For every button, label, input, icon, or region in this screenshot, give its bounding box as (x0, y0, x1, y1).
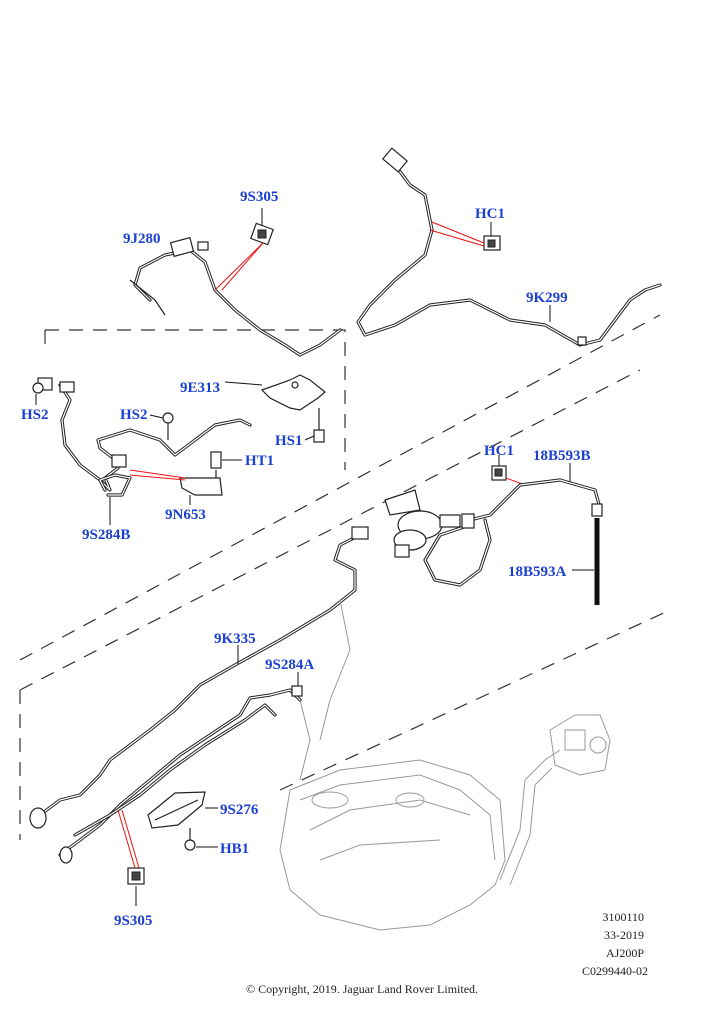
sensor-ht1 (210, 451, 242, 480)
label-hc1-mid: HC1 (484, 443, 514, 459)
label-9s305-top: 9S305 (240, 189, 278, 205)
clip-9s305-top (214, 208, 274, 291)
label-9j280: 9J280 (123, 231, 161, 247)
diagram-code-1: 3100110 (602, 910, 644, 924)
label-9s284b: 9S284B (82, 527, 130, 543)
part-labels: 9S305 9J280 HC1 9K299 9E313 HS2 HS2 HS1 … (21, 189, 591, 929)
label-ht1: HT1 (245, 453, 274, 469)
pipe-18b593b (423, 463, 603, 587)
screw-hs2-mid (149, 412, 174, 440)
clip-9s305-bottom (117, 809, 145, 906)
label-9k299: 9K299 (526, 290, 568, 306)
fuel-filter-assembly (384, 489, 475, 558)
pipe-9k335 (29, 526, 369, 829)
label-hs1: HS1 (275, 433, 303, 449)
label-9n653: 9N653 (165, 507, 206, 523)
copyright-notice: © Copyright, 2019. Jaguar Land Rover Lim… (245, 982, 479, 996)
label-hc1-top: HC1 (475, 206, 505, 222)
bracket-9n653 (129, 469, 223, 505)
label-9e313: 9E313 (180, 380, 220, 396)
heat-shield-9s276 (147, 791, 218, 829)
label-18b593b: 18B593B (533, 448, 591, 464)
label-hs2-mid: HS2 (120, 407, 148, 423)
label-hb1: HB1 (220, 841, 249, 857)
section-boundaries (19, 314, 671, 840)
label-9s276: 9S276 (220, 802, 259, 818)
hose-18b593a (572, 518, 600, 605)
harness-9s284b (37, 377, 252, 525)
label-9s284a: 9S284A (265, 657, 314, 673)
pipe-9k299 (356, 147, 662, 347)
fuel-tank (279, 599, 561, 931)
clip-hc1-mid (491, 455, 526, 486)
diagram-code-4: C0299440-02 (582, 964, 648, 978)
bolt-hb1 (184, 828, 218, 851)
label-9s305-bottom: 9S305 (114, 913, 152, 929)
bracket-9e313 (224, 374, 326, 411)
label-18b593a: 18B593A (508, 564, 567, 580)
harness-9s284a (58, 672, 303, 864)
clip-hc1-top (429, 221, 501, 251)
harness-9j280 (129, 236, 342, 357)
label-hs2-left: HS2 (21, 407, 49, 423)
diagram-code-2: 33-2019 (604, 928, 644, 942)
label-9k335: 9K335 (214, 631, 256, 647)
screw-hs2-left (32, 382, 44, 405)
engine-pump-assembly (549, 714, 611, 776)
screw-hs1 (304, 408, 325, 443)
diagram-code-3: AJ200P (605, 946, 644, 960)
